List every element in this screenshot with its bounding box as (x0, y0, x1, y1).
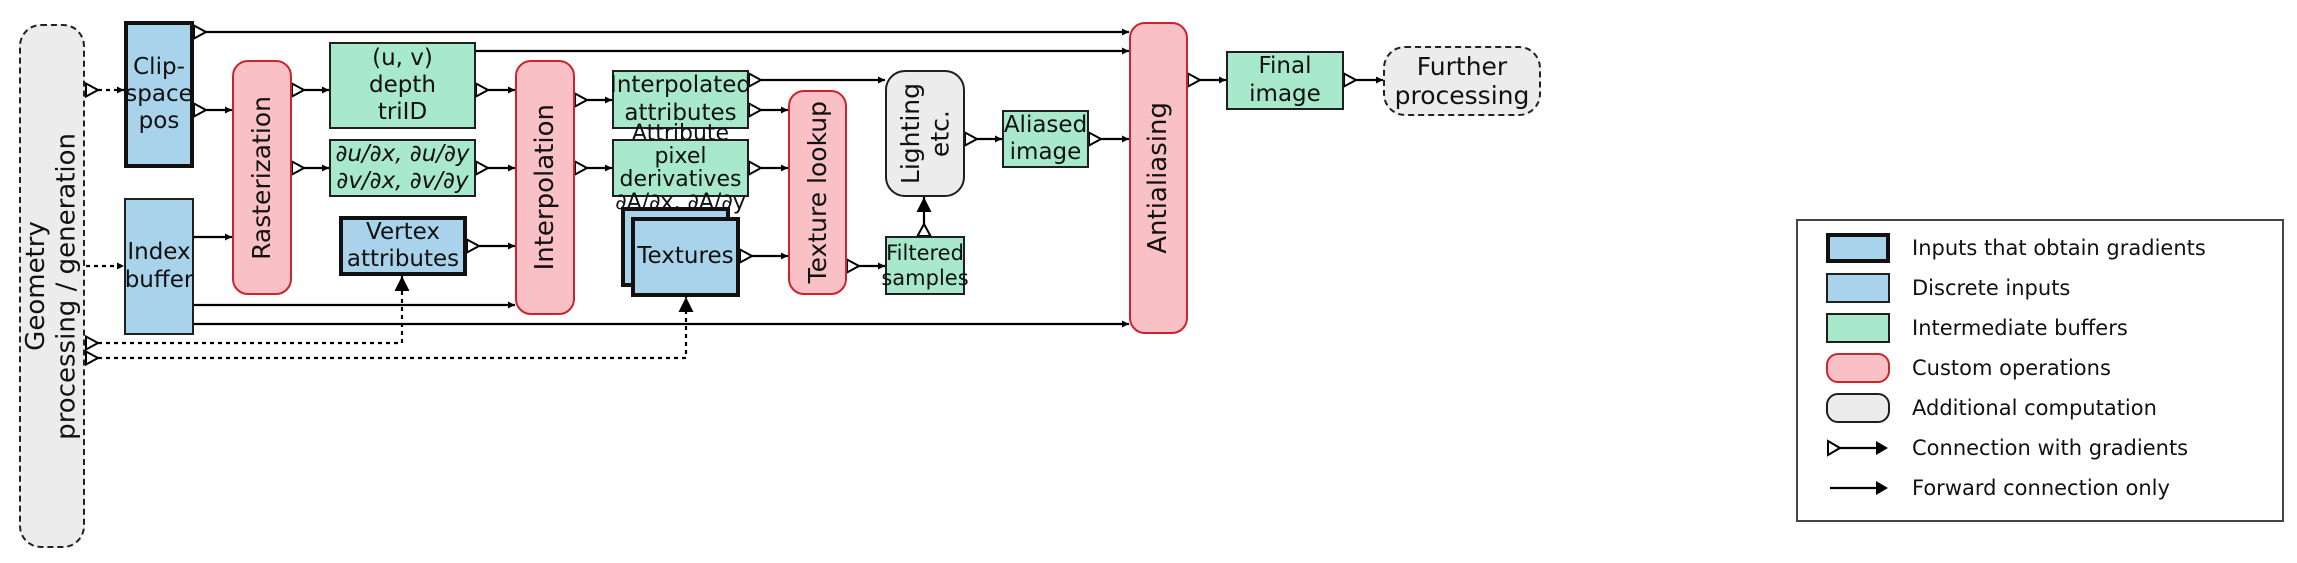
final-image-label: Final image (1249, 53, 1321, 107)
vertex-attributes-label: Vertex attributes (346, 218, 460, 272)
edge-uv-depth-to-interpolation-gradient-marker (475, 81, 491, 99)
rasterization-node: Rasterization (232, 60, 292, 295)
clip-space-pos-label: Clip- space pos (125, 53, 193, 135)
legend-label-additional-computation: Additional computation (1912, 396, 2157, 420)
lighting-node: Lighting etc. (885, 70, 965, 197)
legend-row-additional-computation: Additional computation (1798, 393, 2282, 427)
edge-interpolation-to-interpolated-attributes-gradient-marker (574, 91, 590, 109)
edge-interpolation-to-attribute-derivatives-gradient-marker (574, 159, 590, 177)
edge-clip-pos-to-antialiasing-gradient-marker (193, 23, 209, 41)
edge-antialiasing-to-final-image-gradient-marker (1187, 71, 1203, 89)
edge-interpolated-attributes-to-texture-lookup-gradient-marker (748, 101, 764, 119)
legend-row-custom-operations: Custom operations (1798, 353, 2282, 387)
edge-lighting-to-aliased-image-gradient-marker (964, 130, 980, 148)
legend-swatch-additional-computation (1826, 393, 1890, 423)
edge-geometry-to-vertex-attributes-gradient-marker (85, 334, 101, 352)
legend-label-gradient-inputs: Inputs that obtain gradients (1912, 236, 2206, 260)
clip-space-pos-node: Clip- space pos (124, 21, 194, 168)
index-buffer-label: Index buffer (124, 239, 194, 293)
edge-final-image-to-further-processing-gradient-marker (1343, 71, 1359, 89)
legend-row-intermediate-buffers: Intermediate buffers (1798, 313, 2282, 347)
legend-label-discrete-inputs: Discrete inputs (1912, 276, 2071, 300)
lighting-label: Lighting etc. (895, 82, 955, 185)
further-processing-node: Further processing (1383, 46, 1541, 116)
edge-vertex-attributes-to-interpolation-gradient-marker (466, 237, 482, 255)
interpolated-attributes-label: Interpolated attributes (610, 72, 751, 126)
legend-swatch-discrete-inputs (1826, 273, 1890, 303)
legend-swatch-gradient-inputs (1826, 233, 1890, 263)
edge-interpolated-attributes-to-lighting-gradient-marker (748, 71, 764, 89)
edge-geometry-to-textures (98, 297, 694, 360)
legend-row-gradient-connection: Connection with gradients (1798, 433, 2282, 467)
legend-swatch-custom-operations (1826, 353, 1890, 383)
further-processing-label: Further processing (1394, 51, 1530, 111)
rasterization-label: Rasterization (247, 95, 277, 260)
textures-node: Textures (631, 217, 740, 297)
attribute-pixel-derivatives-node: Attribute pixel derivatives ∂A/∂x, ∂A/∂y (612, 122, 749, 214)
legend-row-forward-connection: Forward connection only (1798, 473, 2282, 507)
aliased-image-label: Aliased image (1003, 111, 1088, 165)
aliased-image-node: Aliased image (1002, 110, 1089, 168)
antialiasing-node: Antialiasing (1129, 22, 1188, 334)
edge-aliased-image-to-antialiasing-gradient-marker (1088, 130, 1104, 148)
textures-label: Textures (637, 243, 734, 270)
legend-label-custom-operations: Custom operations (1912, 356, 2111, 380)
edge-rasterization-to-uv-depth-gradient-marker (291, 81, 307, 99)
legend-row-discrete-inputs: Discrete inputs (1798, 273, 2282, 307)
uv-derivatives-node: ∂u/∂x, ∂u/∂y ∂v/∂x, ∂v/∂y (329, 139, 476, 197)
edge-texture-lookup-to-filtered-samples-gradient-marker (846, 257, 862, 275)
edge-geometry-to-textures-gradient-marker (85, 349, 101, 367)
texture-lookup-node: Texture lookup (788, 90, 847, 295)
legend-row-gradient-inputs: Inputs that obtain gradients (1798, 233, 2282, 267)
legend-label-forward-connection: Forward connection only (1912, 476, 2170, 500)
edge-filtered-samples-to-lighting-gradient-marker (915, 221, 933, 237)
uv-derivatives-label: ∂u/∂x, ∂u/∂y ∂v/∂x, ∂v/∂y (335, 140, 470, 194)
forward-connection-arrow-icon (1830, 481, 1888, 495)
edge-clip-pos-to-rasterization-gradient-marker (193, 101, 209, 119)
interpolation-node: Interpolation (515, 60, 575, 315)
uv-depth-triid-node: (u, v) depth triID (329, 42, 476, 129)
interpolation-label: Interpolation (529, 104, 560, 271)
vertex-attributes-node: Vertex attributes (339, 216, 467, 276)
edge-uv-derivatives-to-interpolation-gradient-marker (475, 159, 491, 177)
uv-depth-triid-label: (u, v) depth triID (369, 44, 436, 126)
edge-geometry-to-clip-pos-gradient-marker (85, 81, 101, 99)
texture-lookup-label: Texture lookup (802, 101, 832, 284)
filtered-samples-node: Filtered samples (881, 236, 969, 295)
final-image-node: Final image (1226, 51, 1344, 110)
edge-attribute-derivatives-to-texture-lookup-gradient-marker (748, 159, 764, 177)
antialiasing-label: Antialiasing (1143, 102, 1174, 254)
legend-swatch-intermediate-buffers (1826, 313, 1890, 343)
legend: Inputs that obtain gradients Discrete in… (1796, 219, 2284, 522)
filtered-samples-label: Filtered samples (881, 240, 969, 290)
legend-label-gradient-connection: Connection with gradients (1912, 436, 2189, 460)
gradient-connection-arrow-icon (1827, 439, 1888, 457)
geometry-processing-node: Geometry processing / generation (19, 24, 85, 548)
edge-rasterization-to-uv-derivatives-gradient-marker (291, 159, 307, 177)
legend-label-intermediate-buffers: Intermediate buffers (1912, 316, 2128, 340)
edge-geometry-to-vertex-attributes (98, 276, 410, 345)
edge-textures-to-texture-lookup-gradient-marker (739, 247, 755, 265)
geometry-processing-label: Geometry processing / generation (21, 132, 82, 440)
interpolated-attributes-node: Interpolated attributes (610, 70, 751, 129)
index-buffer-node: Index buffer (124, 198, 194, 335)
attribute-pixel-derivatives-label: Attribute pixel derivatives ∂A/∂x, ∂A/∂y (615, 120, 746, 216)
